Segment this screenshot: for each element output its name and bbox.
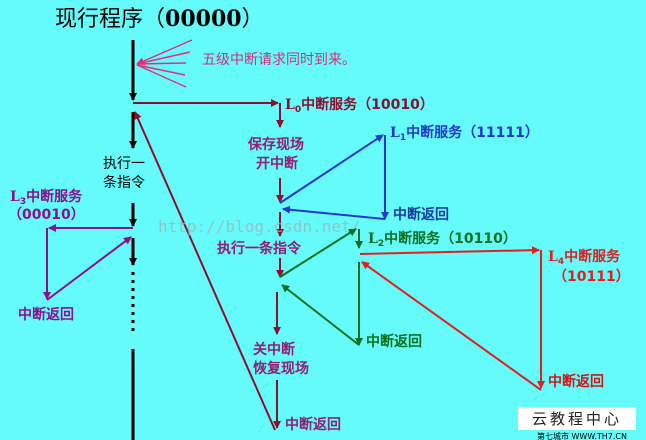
- l3-return-label: 中断返回: [18, 306, 74, 323]
- l0-return-label: 中断返回: [285, 416, 341, 433]
- l1-flow: [279, 134, 389, 220]
- restore-context-label: 恢复现场: [253, 360, 309, 377]
- request-arrows: [136, 39, 193, 88]
- logo-subtext: 第七城市 WWW.TH7.CN: [537, 431, 627, 440]
- l3-flow: [43, 224, 133, 301]
- l4-code-label: （10111）: [553, 269, 630, 285]
- l2-flow: [279, 228, 363, 346]
- main-execute-line2: 条指令: [103, 174, 145, 191]
- l3-service-label: L3中断服务: [10, 188, 83, 207]
- l4-return-label: 中断返回: [548, 373, 604, 390]
- main-execute-line1: 执行一: [103, 156, 145, 172]
- disable-interrupt-label: 关中断: [253, 341, 295, 358]
- site-logo: 云教程中心 第七城市 WWW.TH7.CN: [518, 407, 636, 440]
- save-context-label: 保存现场: [247, 136, 304, 153]
- l1-return-label: 中断返回: [393, 206, 449, 223]
- watermark: http://blog.csdn.net/: [158, 217, 360, 236]
- diagram-title: 现行程序（00000）: [55, 6, 264, 32]
- l1-service-label: L1中断服务（11111）: [390, 124, 539, 143]
- l4-flow: [359, 246, 545, 391]
- l0-service-label: L0中断服务（10010）: [285, 96, 434, 115]
- simultaneous-note: 五级中断请求同时到来。: [202, 52, 356, 68]
- l2-return-label: 中断返回: [366, 333, 422, 350]
- l0-execute-label: 执行一条指令: [217, 240, 302, 257]
- l3-code-label: （00010）: [8, 207, 85, 223]
- enable-interrupt-label: 开中断: [256, 155, 298, 172]
- logo-text: 云教程中心: [532, 410, 622, 428]
- l4-service-label: L4中断服务: [548, 248, 621, 267]
- l0-flow: [133, 99, 284, 431]
- l2-service-label: L2中断服务（10110）: [368, 230, 517, 249]
